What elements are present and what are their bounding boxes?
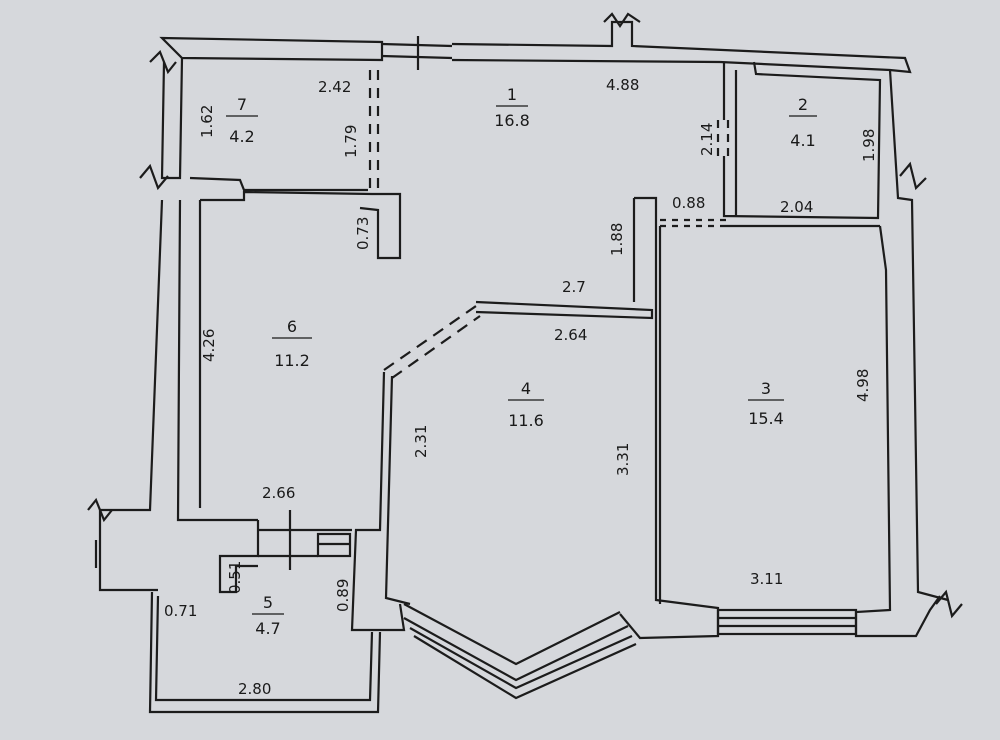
- room-6-number: 6: [287, 317, 297, 336]
- wall-partition-2-7: [475, 300, 654, 320]
- dim-0-89: 0.89: [334, 579, 352, 612]
- dim-2-7: 2.7: [562, 278, 586, 296]
- wall-top-right-band: [451, 20, 912, 74]
- room-3-number: 3: [761, 379, 771, 398]
- wall-left-break-c: [87, 497, 113, 523]
- wall-room4-left: [350, 371, 406, 632]
- dim-2-80: 2.80: [238, 680, 271, 698]
- dim-2-14: 2.14: [698, 123, 716, 156]
- dim-0-73: 0.73: [354, 217, 372, 250]
- dim-2-66: 2.66: [262, 484, 295, 502]
- dim-1-98: 1.98: [860, 129, 878, 162]
- wall-right-outer: [888, 69, 949, 602]
- wall-left-inner: [176, 199, 258, 522]
- room-2-area: 4.1: [790, 131, 815, 150]
- wall-room3-left: [619, 196, 720, 640]
- room-6-area: 11.2: [274, 351, 310, 370]
- opening-room7-room1: [368, 70, 380, 190]
- dim-0-71: 0.71: [164, 602, 197, 620]
- room-7-number: 7: [237, 95, 247, 114]
- dim-4-88: 4.88: [606, 76, 639, 94]
- wall-break-top: [603, 12, 641, 28]
- opening-room2: [716, 120, 730, 156]
- wall-room6-top: [200, 190, 402, 260]
- room-7-area: 4.2: [229, 127, 254, 146]
- wall-room4-left-inner: [384, 375, 411, 606]
- dim-2-42: 2.42: [318, 78, 351, 96]
- dimension-labels: 2.42 4.88 1.62 1.79 2.14 1.98 0.88 2.04 …: [164, 76, 878, 698]
- wall-room5-inner: [154, 595, 374, 702]
- dim-1-62: 1.62: [198, 105, 216, 138]
- wall-top-inner-line: [451, 58, 721, 64]
- room-1-area: 16.8: [494, 111, 530, 130]
- room-4-area: 11.6: [508, 411, 544, 430]
- wall-room2: [722, 61, 882, 220]
- dim-3-31: 3.31: [614, 443, 632, 476]
- window-room3: [716, 608, 858, 636]
- room-1-number: 1: [507, 85, 517, 104]
- dim-2-31: 2.31: [412, 425, 430, 458]
- dim-1-88: 1.88: [608, 223, 626, 256]
- room-5-area: 4.7: [255, 619, 280, 638]
- wall-left-upper: [160, 57, 184, 180]
- dim-2-04: 2.04: [780, 198, 813, 216]
- wall-room7-bottom: [189, 176, 368, 192]
- dim-0-51: 0.51: [226, 561, 244, 594]
- door-room5: [258, 510, 352, 570]
- room-3-area: 15.4: [748, 409, 784, 428]
- dim-4-26: 4.26: [200, 329, 218, 362]
- wall-right-break-a: [899, 161, 927, 191]
- room-2-number: 2: [798, 95, 808, 114]
- room-5-number: 5: [263, 593, 273, 612]
- dim-0-88: 0.88: [672, 194, 705, 212]
- room-4-number: 4: [521, 379, 531, 398]
- walls: [87, 12, 963, 714]
- wall-right-break-b: [935, 589, 963, 619]
- wall-room5: [148, 591, 382, 714]
- wall-top-left-band: [159, 36, 384, 62]
- room-labels: 1 16.8 2 4.1 3 15.4 4 11.6 5 4.7 6 11.2 …: [226, 85, 817, 638]
- opening-room4-diagonal: [383, 305, 481, 379]
- dim-4-98: 4.98: [854, 369, 872, 402]
- dim-1-79: 1.79: [342, 125, 360, 158]
- dim-3-11: 3.11: [750, 570, 783, 588]
- bay-window-room4: [403, 603, 637, 700]
- wall-left-break-b: [139, 163, 169, 191]
- dim-2-64: 2.64: [554, 326, 587, 344]
- wall-left-break-a: [149, 50, 177, 75]
